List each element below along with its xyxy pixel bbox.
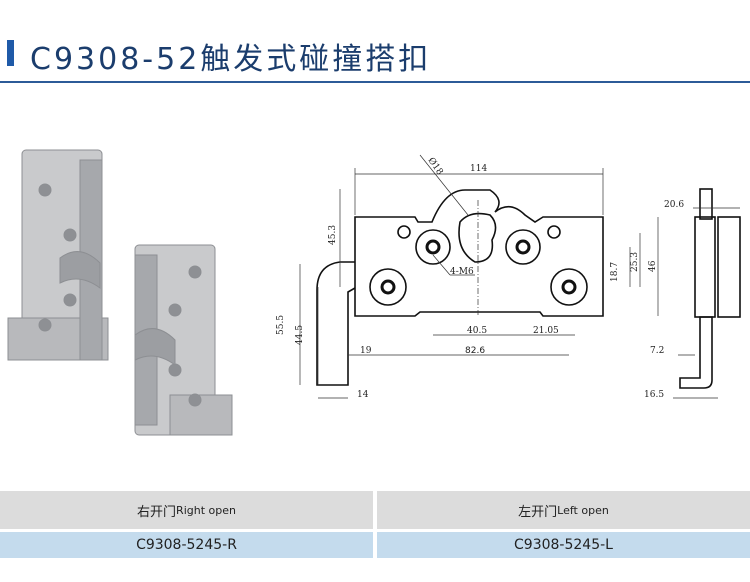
header-en: Left open — [557, 503, 609, 517]
dim-thread: 4-M6 — [450, 267, 474, 277]
page-title: C9308-52触发式碰撞搭扣 — [30, 42, 432, 77]
dim-46: 46 — [648, 260, 658, 272]
product-photo-left-open — [134, 244, 233, 436]
side-view-drawing — [679, 188, 741, 389]
side-dimension-lines — [673, 207, 740, 399]
dim-82-6: 82.6 — [465, 346, 485, 356]
title-accent-bar — [7, 40, 14, 66]
product-photo-right-open — [7, 149, 109, 361]
dim-14: 14 — [357, 390, 369, 400]
dim-7-2: 7.2 — [650, 346, 664, 356]
dim-40-5: 40.5 — [467, 326, 487, 336]
header-cn: 右开门 — [137, 504, 177, 520]
dim-45-3: 45.3 — [328, 225, 338, 245]
part-number-left: C9308-5245-L — [377, 532, 750, 558]
dim-16-5: 16.5 — [644, 390, 664, 400]
dim-18-7: 18.7 — [610, 262, 620, 282]
title-divider — [0, 81, 750, 83]
header-cn: 左开门 — [518, 504, 558, 520]
dim-21-05: 21.05 — [533, 326, 559, 336]
dimension-lines — [299, 154, 659, 399]
front-view-drawing — [316, 189, 604, 386]
dim-114: 114 — [470, 164, 487, 174]
header-en: Right open — [176, 503, 236, 517]
dim-19: 19 — [360, 346, 372, 356]
dim-44-5: 44.5 — [295, 325, 305, 345]
drawing-canvas: 114 Ø18 45.3 55.5 44.5 40.5 21.05 19 82.… — [7, 149, 741, 436]
dim-25-3: 25.3 — [630, 252, 640, 272]
dim-20-6: 20.6 — [664, 200, 684, 210]
table-value-row: C9308-5245-R C9308-5245-L — [0, 532, 750, 558]
dim-55-5: 55.5 — [276, 315, 286, 335]
part-number-right: C9308-5245-R — [0, 532, 373, 558]
dimension-labels: 114 Ø18 45.3 55.5 44.5 40.5 21.05 19 82.… — [276, 155, 684, 400]
